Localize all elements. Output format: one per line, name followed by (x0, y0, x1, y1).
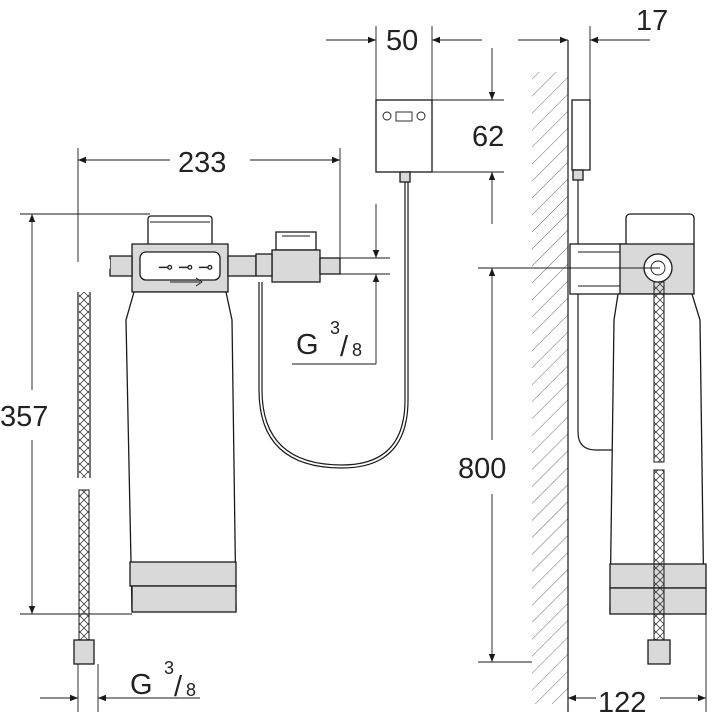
svg-text:3: 3 (330, 318, 340, 338)
dimension-50 (326, 26, 482, 100)
svg-text:⊸ ⊸ ⊸: ⊸ ⊸ ⊸ (158, 257, 213, 277)
dimension-50-label: 50 (386, 25, 418, 57)
filter-side-view (569, 99, 707, 665)
dimension-17 (518, 26, 650, 100)
svg-text:G: G (130, 669, 153, 701)
dimension-233 (77, 148, 341, 262)
flow-sensor-connector (255, 231, 341, 283)
dimension-122-label: 122 (598, 687, 646, 719)
dimension-233-label: 233 (178, 147, 226, 179)
thread-leader-bottom (40, 664, 200, 712)
dimension-357 (20, 213, 150, 615)
dimension-800-label: 800 (458, 453, 506, 485)
dimension-17-label: 17 (636, 5, 668, 37)
svg-text:3: 3 (164, 658, 174, 678)
thread-label-bottom: G 3 / 8 (130, 658, 196, 703)
filter-front-view: ⊸ ⊸ ⊸ (109, 215, 257, 613)
svg-text:8: 8 (186, 680, 196, 700)
wall-section (532, 40, 569, 712)
dimension-800 (478, 267, 660, 663)
dimension-122 (568, 600, 707, 712)
thread-label-top: G 3 / 8 (296, 318, 362, 363)
svg-text:8: 8 (352, 340, 362, 360)
dimension-357-label: 357 (0, 401, 48, 433)
svg-text:/: / (340, 331, 349, 363)
sensor-cable (258, 182, 409, 469)
svg-text:/: / (174, 671, 183, 703)
thread-leader-top (292, 204, 390, 365)
inlet-hose-left (73, 259, 111, 665)
dimension-62 (432, 48, 504, 224)
dimension-62-label: 62 (472, 121, 504, 153)
control-box (375, 99, 433, 183)
svg-text:G: G (296, 329, 319, 361)
